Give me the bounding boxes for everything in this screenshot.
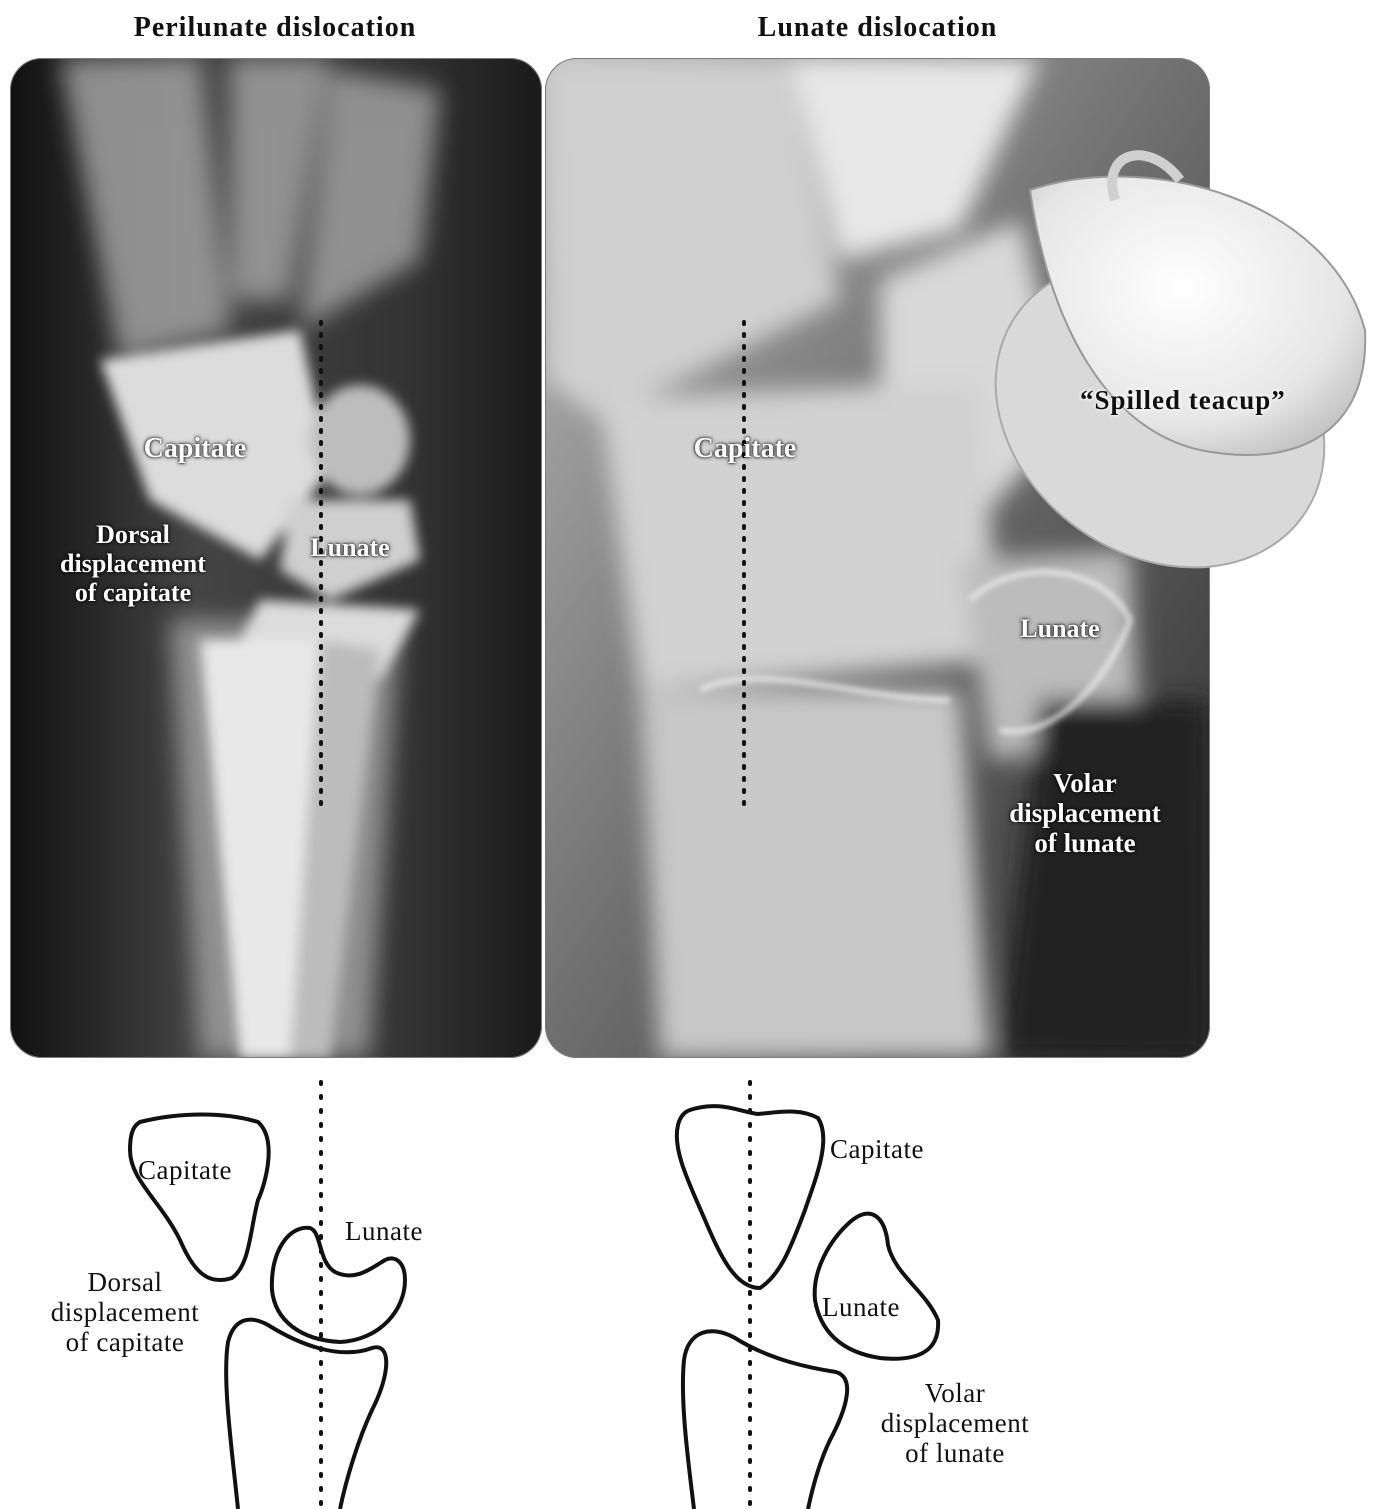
diagram-right-volar-displacement-label: Volar displacement of lunate: [850, 1378, 1060, 1469]
xray-right-lunate-label: Lunate: [995, 614, 1125, 643]
spilled-teacup-label: “Spilled teacup”: [1080, 385, 1286, 416]
xray-left-dorsal-displacement-label: Dorsal displacement of capitate: [18, 520, 248, 607]
diagram-left-lunate-label: Lunate: [345, 1216, 423, 1246]
diagram-right-radius-outline: [683, 1331, 847, 1509]
diagram-left-dorsal-displacement-label: Dorsal displacement of capitate: [20, 1267, 230, 1358]
xray-left-lunate-label: Lunate: [290, 533, 410, 562]
diagram-right-lunate-outline: [815, 1214, 938, 1359]
xray-left-capitate-label: Capitate: [120, 433, 270, 464]
xray-right-volar-displacement-label: Volar displacement of lunate: [975, 768, 1195, 859]
xray-right-capitate-label: Capitate: [670, 433, 820, 464]
diagram-left-radius-outline: [226, 1320, 386, 1509]
diagram-right-lunate-label: Lunate: [822, 1292, 900, 1322]
diagram-left-capitate-label: Capitate: [138, 1155, 232, 1185]
diagram-right-capitate-label: Capitate: [830, 1134, 924, 1164]
diagram-left-capitate-outline: [130, 1115, 269, 1281]
